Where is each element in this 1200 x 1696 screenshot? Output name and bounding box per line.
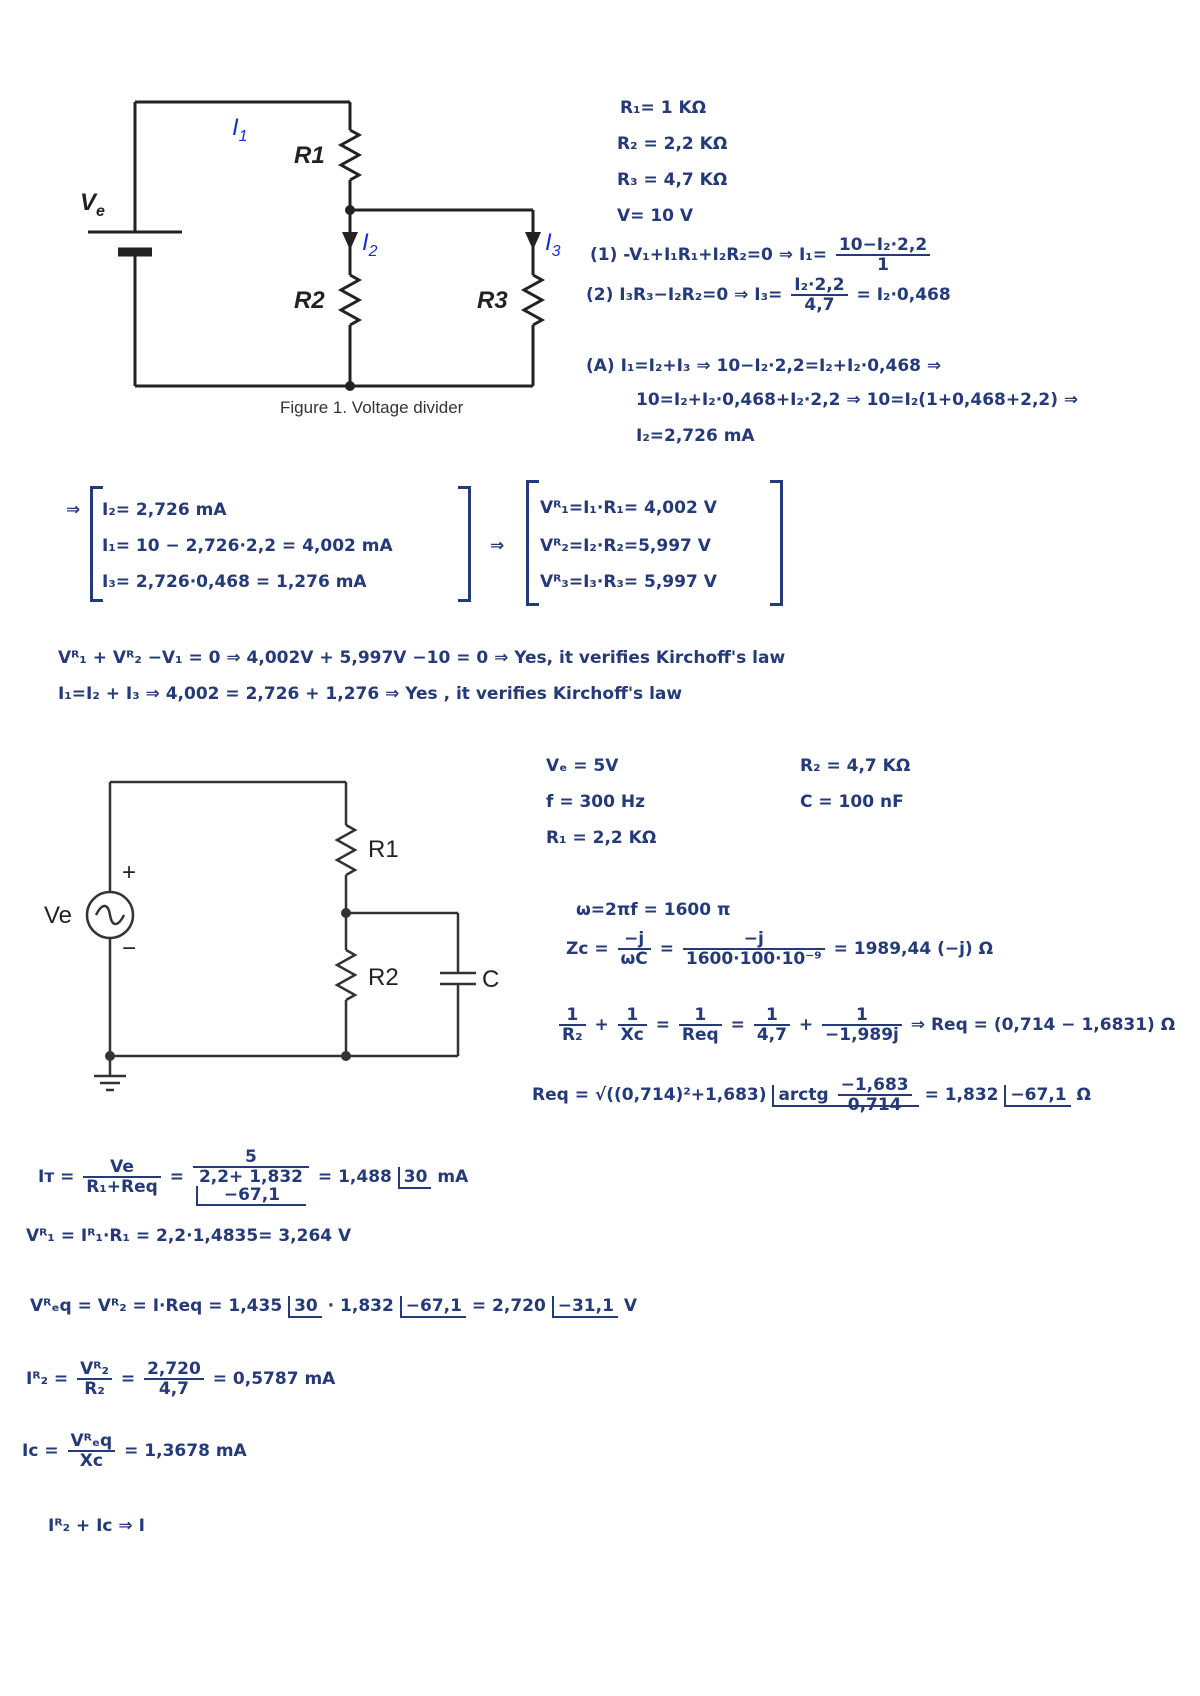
vr1-calc: Vᴿ₁ = Iᴿ₁·R₁ = 2,2·1,4835= 3,264 V — [26, 1226, 352, 1246]
omega-calc: ω=2πf = 1600 π — [576, 900, 731, 920]
kirchhoff-voltage-check: Vᴿ₁ + Vᴿ₂ −V₁ = 0 ⇒ 4,002V + 5,997V −10 … — [58, 648, 786, 668]
result-arrow-1: ⇒ — [66, 500, 81, 520]
vreq-calc: Vᴿₑq = Vᴿ₂ = I·Req = 1,435 30 · 1,832 −6… — [30, 1296, 638, 1318]
label-minus: − — [122, 935, 136, 962]
label-r1: R1 — [294, 142, 325, 169]
final-kirchhoff: Iᴿ₂ + Iᴄ ⇒ I — [48, 1516, 145, 1536]
result-i3: I₃= 2,726·0,468 = 1,276 mA — [102, 572, 367, 592]
label-plus: + — [122, 859, 136, 886]
currents-bracket-right — [458, 486, 471, 602]
result-vr3: Vᴿ₃=I₃·R₃= 5,997 V — [540, 572, 717, 592]
figure-2-rc-circuit: Ve + − R1 R2 C — [44, 780, 499, 1092]
result-vr2: Vᴿ₂=I₂·R₂=5,997 V — [540, 536, 711, 556]
voltages-bracket-left — [526, 480, 539, 606]
label-c: C — [482, 966, 499, 993]
equation-a-line2: 10=I₂+I₂·0,468+I₂·2,2 ⇒ 10=I₂(1+0,468+2,… — [636, 390, 1079, 410]
label-i2: I2 — [362, 229, 378, 260]
label-r1-2: R1 — [368, 836, 399, 863]
given2-r1: R₁ = 2,2 KΩ — [546, 828, 657, 848]
equation-a-line1: (A) I₁=I₂+I₃ ⇒ 10−I₂·2,2=I₂+I₂·0,468 ⇒ — [586, 356, 942, 376]
given-v: V= 10 V — [617, 206, 694, 226]
label-i1: I1 — [232, 114, 248, 145]
label-ve: Ve — [80, 189, 105, 220]
given-r2: R₂ = 2,2 KΩ — [617, 134, 728, 154]
label-i3: I3 — [545, 229, 561, 260]
kirchhoff-current-check: I₁=I₂ + I₃ ⇒ 4,002 = 2,726 + 1,276 ⇒ Yes… — [58, 684, 683, 704]
figure-1-caption: Figure 1. Voltage divider — [280, 398, 464, 417]
figure-1-voltage-divider: Ve R1 R2 R3 I1 I2 I3 — [80, 100, 561, 391]
label-r2: R2 — [294, 287, 325, 314]
given2-ve: Vₑ = 5V — [546, 756, 619, 776]
equation-a-line3: I₂=2,726 mA — [636, 426, 755, 446]
given2-r2: R₂ = 4,7 KΩ — [800, 756, 911, 776]
given-r1: R₁= 1 KΩ — [620, 98, 707, 118]
given2-f: f = 300 Hz — [546, 792, 646, 812]
result-i1: I₁= 10 − 2,726·2,2 = 4,002 mA — [102, 536, 393, 556]
voltages-bracket-right — [770, 480, 783, 606]
label-r3: R3 — [477, 287, 508, 314]
result-i2: I₂= 2,726 mA — [102, 500, 227, 520]
label-ve-2: Ve — [44, 902, 72, 929]
label-r2-2: R2 — [368, 964, 399, 991]
result-arrow-2: ⇒ — [490, 536, 505, 556]
currents-bracket-left — [90, 486, 103, 602]
given-r3: R₃ = 4,7 KΩ — [617, 170, 728, 190]
given2-c: C = 100 nF — [800, 792, 904, 812]
result-vr1: Vᴿ₁=I₁·R₁= 4,002 V — [540, 498, 717, 518]
